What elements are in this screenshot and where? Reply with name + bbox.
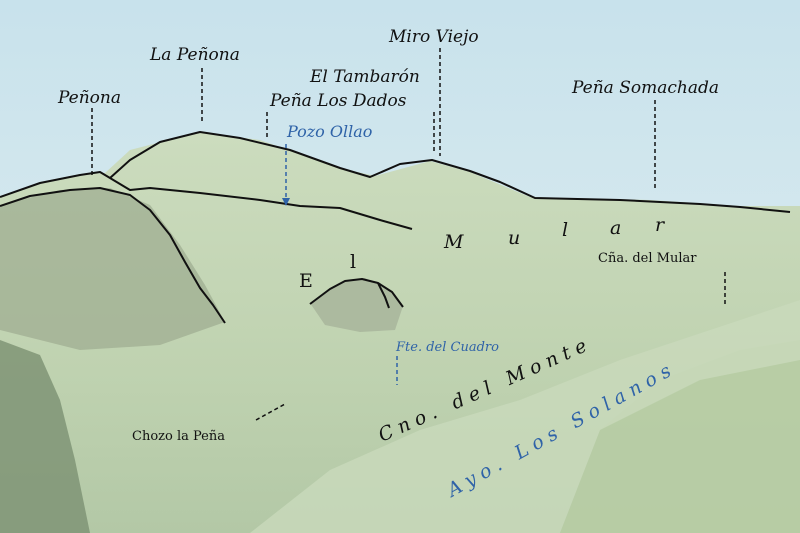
slope-shading	[250, 300, 800, 533]
leader-lines	[91, 48, 726, 421]
label-el-e: E	[299, 270, 313, 292]
label-el-l: l	[350, 251, 356, 273]
label-pena-los-dados: Peña Los Dados	[269, 91, 407, 111]
label-pena-somachada: Peña Somachada	[571, 78, 719, 98]
label-el-tambaron: El Tambarón	[309, 67, 420, 87]
label-chozo-la-pena: Chozo la Peña	[132, 429, 225, 444]
label-miro-viejo: Miro Viejo	[388, 27, 479, 47]
label-mular-a: a	[610, 217, 621, 239]
summit-skyline	[109, 131, 791, 213]
pozo-ollao-arrowhead	[282, 198, 290, 206]
label-penona: Peñona	[57, 88, 121, 108]
label-mular-l: l	[562, 219, 568, 241]
leader-chozo-la-pena	[255, 403, 286, 421]
main-ridge-line	[0, 171, 413, 230]
label-mular-u: u	[508, 227, 520, 249]
rock-outcrop-center	[310, 278, 403, 332]
ridge-lines	[0, 131, 791, 324]
label-pozo-ollao: Pozo Ollao	[286, 122, 372, 141]
foreground-trees	[0, 340, 90, 533]
left-cliff-edge	[0, 187, 226, 324]
foreground-bushes	[560, 340, 800, 533]
label-mular: M u l a r	[443, 214, 666, 253]
label-mular-m: M	[443, 231, 464, 253]
label-fte-del-cuadro: Fte. del Cuadro	[395, 340, 499, 355]
label-cna-del-mular: Cña. del Mular	[598, 251, 697, 266]
el-arc-inner	[377, 282, 390, 309]
el-arc	[309, 278, 404, 308]
rock-outcrop-left	[0, 188, 225, 350]
label-mular-r: r	[655, 214, 666, 236]
label-la-penona: La Peñona	[149, 45, 240, 65]
water-leaders	[285, 144, 398, 385]
